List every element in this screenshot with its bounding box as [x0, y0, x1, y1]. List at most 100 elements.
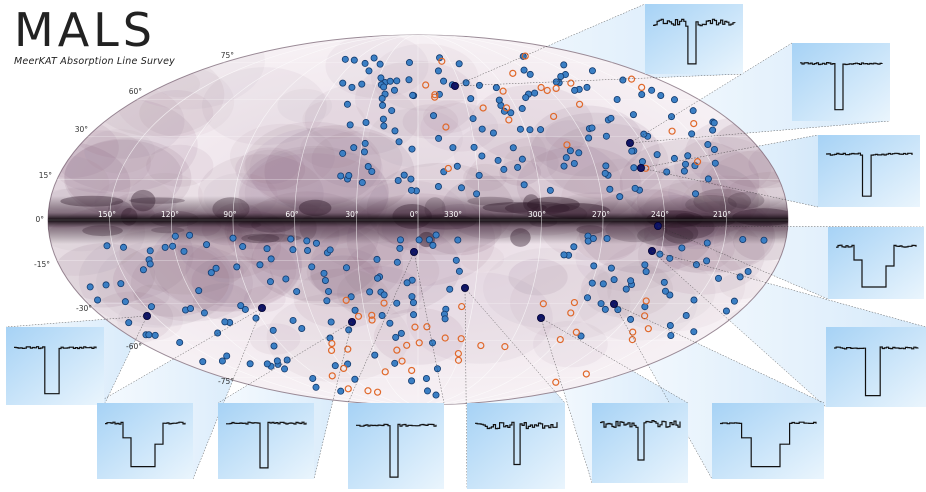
- blue-source-marker: [252, 314, 260, 322]
- orange-source-marker: [423, 323, 431, 331]
- leader-line: [217, 321, 353, 404]
- orange-source-marker: [342, 296, 350, 304]
- blue-source-marker: [425, 236, 433, 244]
- orange-source-marker: [575, 100, 584, 108]
- orange-source-marker: [458, 302, 466, 311]
- leader-line: [347, 251, 415, 404]
- blue-source-marker: [373, 255, 381, 263]
- blue-source-marker: [562, 154, 570, 162]
- blue-source-marker: [358, 80, 366, 88]
- blue-source-marker: [710, 119, 718, 127]
- dust-cloud: [674, 136, 772, 198]
- blue-source-marker: [176, 338, 184, 346]
- orange-source-marker: [570, 298, 579, 307]
- orange-source-marker: [644, 325, 652, 333]
- orange-source-marker: [344, 385, 352, 393]
- blue-source-marker: [393, 258, 401, 266]
- blue-source-marker: [283, 356, 291, 364]
- orange-source-marker: [431, 93, 439, 101]
- longitude-label: 90°: [223, 210, 237, 219]
- blue-source-marker: [537, 126, 545, 134]
- orange-source-marker: [638, 83, 646, 91]
- inset-top-2: [792, 43, 890, 121]
- meridian-line: [417, 35, 419, 405]
- dust-cloud: [325, 35, 429, 99]
- dust-cloud: [453, 123, 547, 182]
- meridian-line: [109, 35, 727, 405]
- dust-cloud: [530, 105, 644, 177]
- blue-source-marker: [557, 72, 565, 80]
- blue-source-marker: [589, 235, 597, 243]
- orange-source-marker: [415, 339, 423, 347]
- blue-source-marker: [610, 276, 618, 284]
- orange-source-marker: [642, 297, 650, 305]
- blue-source-marker: [403, 279, 411, 287]
- blue-source-marker: [590, 262, 598, 270]
- blue-source-marker: [200, 309, 208, 317]
- blue-source-marker: [546, 186, 554, 194]
- orange-source-marker: [441, 334, 449, 342]
- blue-source-marker: [380, 291, 388, 299]
- dust-cloud: [699, 150, 788, 211]
- blue-source-marker: [347, 293, 355, 301]
- meridian-line: [294, 35, 542, 405]
- blue-source-marker: [629, 111, 637, 119]
- dust-cloud: [229, 123, 335, 190]
- dust-cloud: [84, 129, 156, 174]
- blue-source-marker: [415, 236, 423, 244]
- blue-source-marker: [494, 156, 502, 164]
- blue-source-marker: [408, 145, 416, 153]
- inset-right-3: [826, 327, 926, 407]
- blue-source-marker: [744, 268, 752, 276]
- dust-cloud: [533, 320, 608, 368]
- blue-source-marker: [690, 328, 698, 336]
- orange-source-marker: [543, 86, 551, 95]
- blue-source-marker: [641, 303, 649, 311]
- blue-source-marker: [171, 232, 179, 240]
- dust-cloud: [52, 243, 156, 308]
- source-markers: [86, 52, 768, 399]
- blue-source-marker: [455, 60, 463, 68]
- blue-source-marker: [405, 76, 413, 84]
- orange-source-marker: [364, 387, 372, 395]
- blue-source-marker: [405, 59, 413, 67]
- blue-source-marker: [670, 96, 678, 104]
- blue-source-marker: [730, 297, 738, 305]
- blue-source-marker: [682, 312, 690, 320]
- blue-source-marker: [507, 109, 515, 117]
- inset-background: [6, 327, 104, 405]
- leader-line: [640, 167, 819, 208]
- blue-source-marker: [475, 81, 483, 89]
- meridian-line: [232, 35, 604, 405]
- blue-source-marker: [434, 183, 442, 191]
- blue-source-marker: [613, 95, 621, 103]
- dust-cloud: [368, 108, 463, 168]
- blue-source-marker: [180, 247, 188, 255]
- blue-source-marker: [711, 159, 719, 167]
- blue-source-marker: [667, 331, 675, 339]
- blue-source-marker: [703, 257, 711, 265]
- dust-cloud: [545, 120, 594, 150]
- mals-logo-title: MALS: [14, 3, 156, 57]
- blue-source-marker: [346, 121, 354, 129]
- blue-source-marker: [303, 237, 311, 245]
- dust-cloud: [719, 272, 763, 300]
- dust-cloud: [373, 308, 465, 365]
- orange-source-marker: [641, 312, 649, 320]
- blue-source-marker: [400, 171, 408, 179]
- blue-source-marker: [393, 77, 401, 85]
- blue-source-marker: [396, 244, 404, 252]
- orange-source-marker: [368, 316, 376, 324]
- dust-cloud: [343, 240, 440, 301]
- blue-source-marker: [312, 239, 320, 247]
- blue-source-marker: [309, 374, 317, 382]
- leader-line: [464, 287, 566, 404]
- orange-source-marker: [567, 309, 575, 317]
- blue-source-marker: [446, 285, 454, 293]
- blue-source-marker: [370, 54, 378, 62]
- axis-labels: 150°120°90°60°30°0°330°300°270°240°210°7…: [34, 51, 731, 386]
- orange-source-marker: [454, 349, 462, 358]
- blue-source-marker: [408, 377, 416, 385]
- longitude-label: 120°: [161, 210, 179, 219]
- blue-source-marker: [391, 359, 399, 367]
